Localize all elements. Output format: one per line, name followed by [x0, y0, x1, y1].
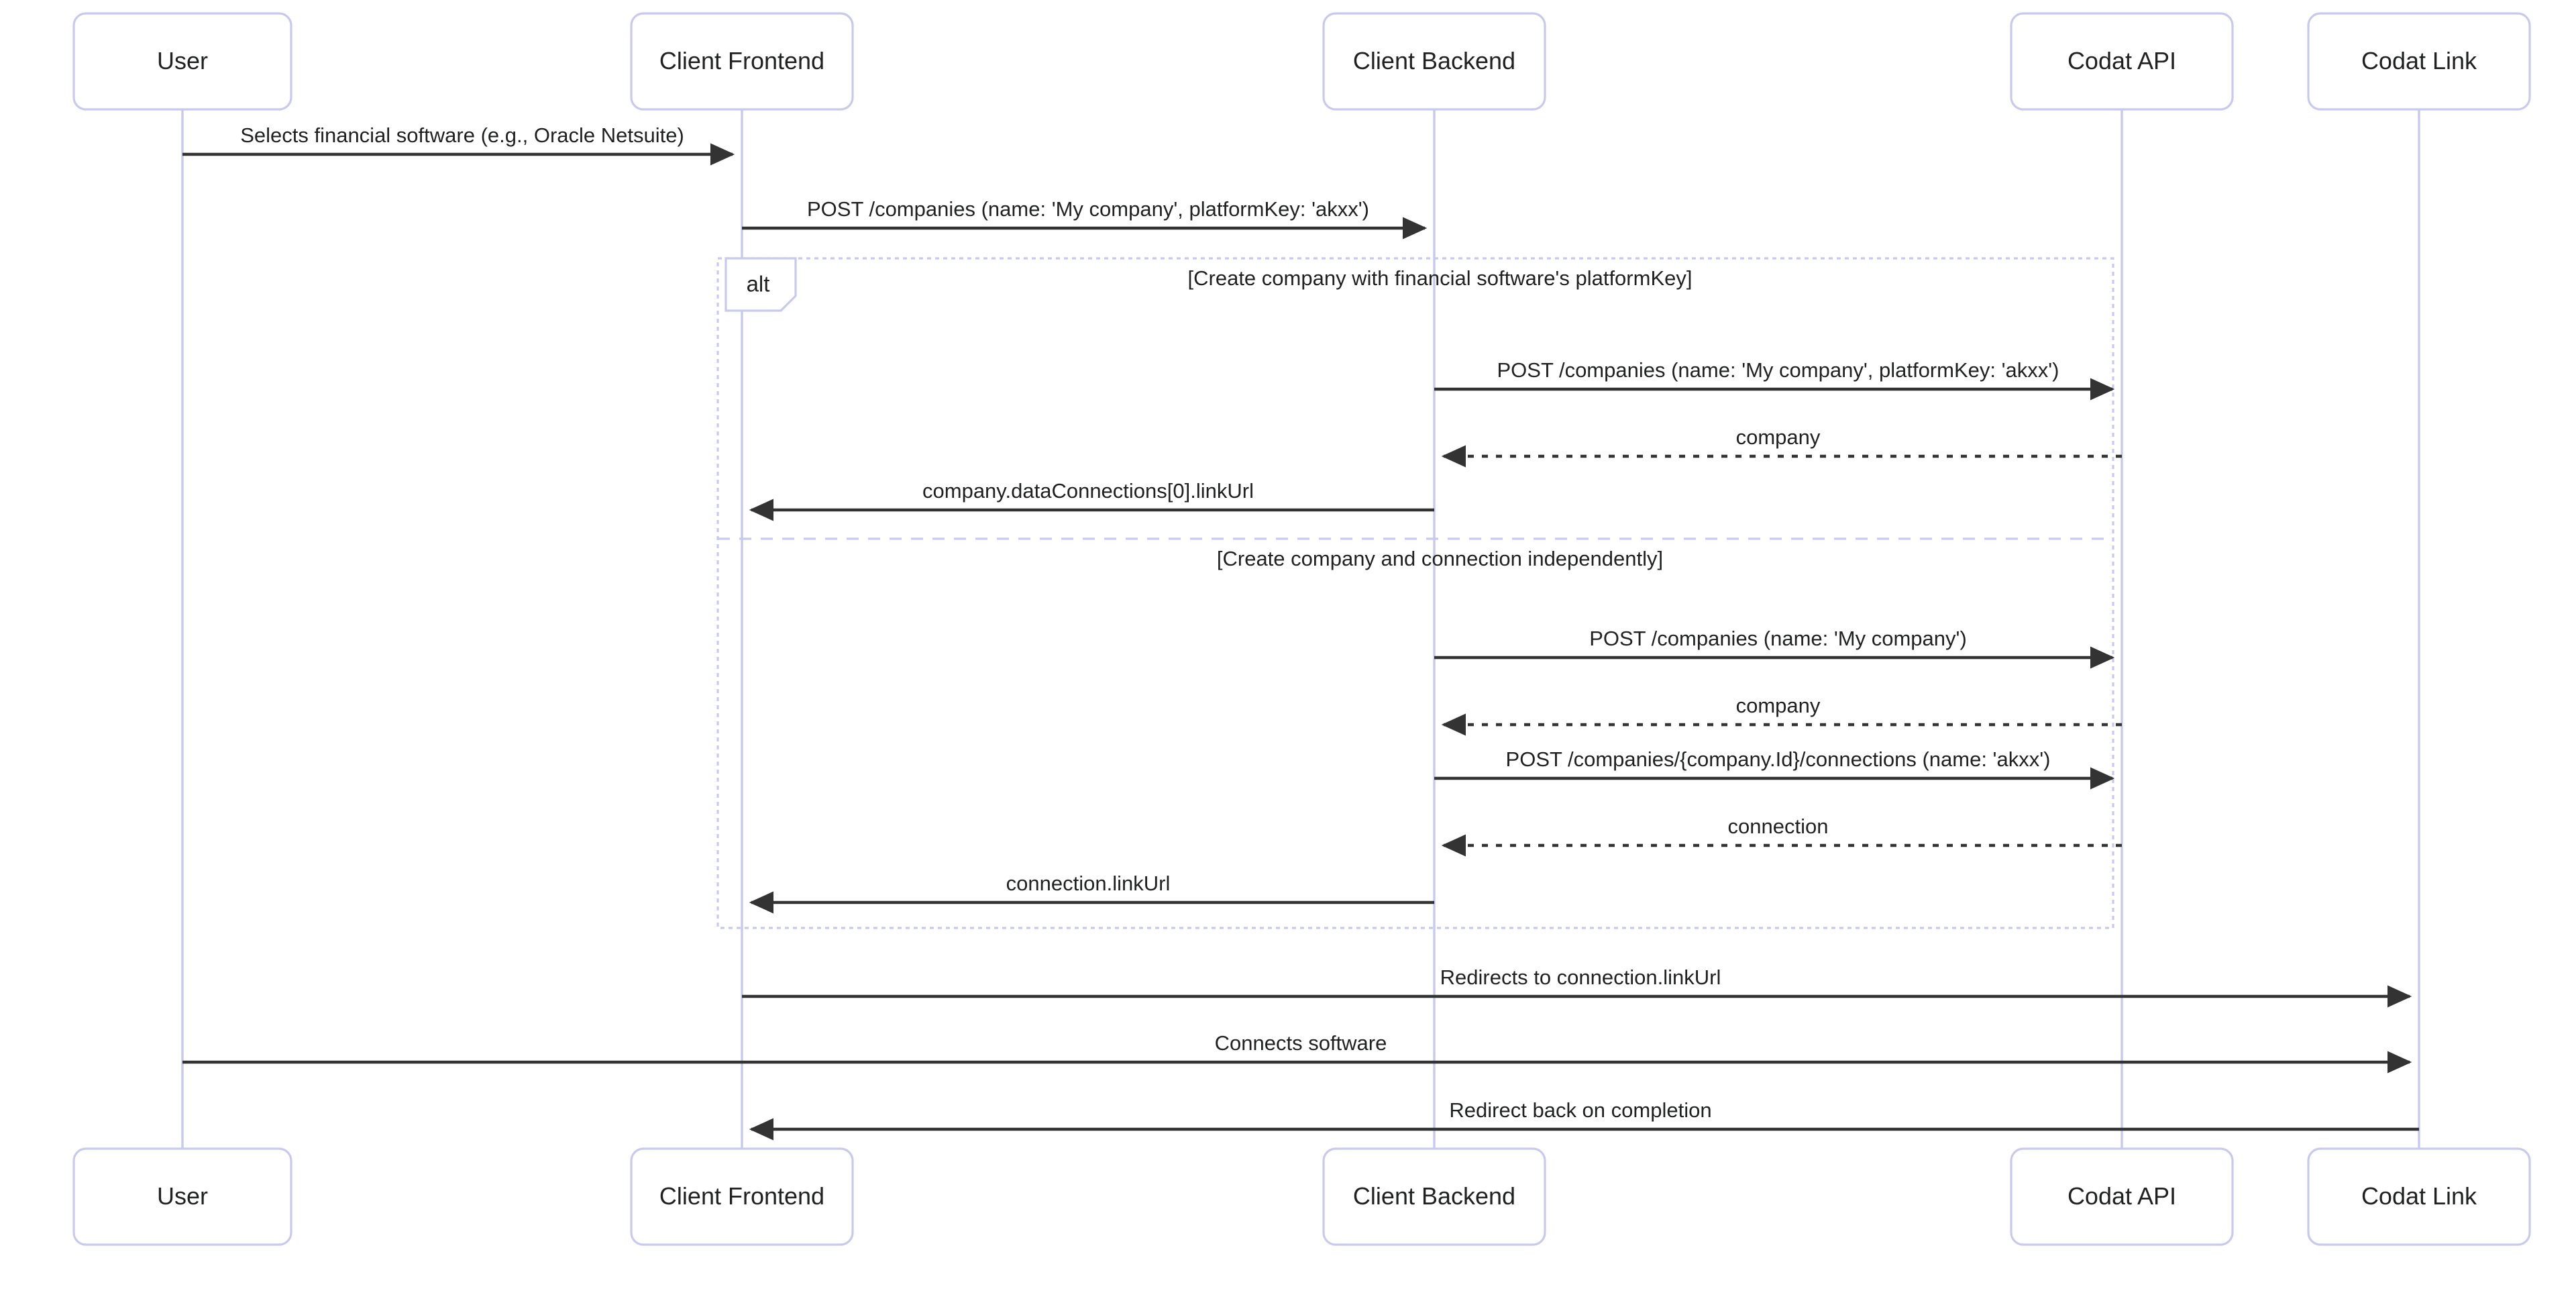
message-label-10: Redirects to connection.linkUrl: [1440, 966, 1721, 989]
message-label-8: connection: [1728, 815, 1829, 838]
participant-label-backend-bottom: Client Backend: [1353, 1182, 1515, 1210]
message-label-7: POST /companies/{company.Id}/connections…: [1506, 747, 2051, 771]
participant-box-codat_link-top[interactable]: [2307, 12, 2531, 111]
message-label-11: Connects software: [1215, 1031, 1387, 1055]
participant-box-codat_api-bottom[interactable]: [2010, 1147, 2234, 1246]
lifelines-group: [181, 109, 2420, 1149]
participant-box-codat_api-top[interactable]: [2010, 12, 2234, 111]
participant-label-codat_link-bottom: Codat Link: [2361, 1182, 2477, 1210]
participants-bottom-group: User Client Frontend Client Backend Codat A…: [72, 1147, 2531, 1246]
participant-label-user-top: User: [157, 47, 208, 74]
message-9: connection.linkUrl: [749, 872, 1434, 914]
messages-group: Selects financial software (e.g., Oracle…: [182, 123, 2419, 1141]
participant-box-backend-top[interactable]: [1322, 12, 1546, 111]
participant-label-frontend-top: Client Frontend: [659, 47, 824, 74]
message-label-4: company.dataConnections[0].linkUrl: [922, 479, 1254, 503]
message-1: POST /companies (name: 'My company', pla…: [742, 197, 1428, 240]
alt-fragment-frame: [716, 257, 2114, 929]
participant-label-codat_api-top: Codat API: [2068, 47, 2176, 74]
participant-box-user-top[interactable]: [72, 12, 292, 111]
message-label-6: company: [1736, 694, 1821, 717]
message-10: Redirects to connection.linkUrl: [742, 966, 2412, 1008]
alt-fragment-tab-label: alt: [747, 272, 770, 297]
message-0: Selects financial software (e.g., Oracle…: [182, 123, 735, 166]
participant-label-codat_link-top: Codat Link: [2361, 47, 2477, 74]
participants-top-group: User Client Frontend Client Backend Codat A…: [72, 12, 2531, 111]
participant-box-frontend-top[interactable]: [630, 12, 854, 111]
message-11: Connects software: [182, 1031, 2412, 1074]
alt-fragment-tab: [724, 257, 797, 312]
message-8: connection: [1441, 815, 2122, 857]
alt-branch-condition-1: [Create company and connection independe…: [1217, 547, 1663, 570]
message-label-5: POST /companies (name: 'My company'): [1589, 627, 1967, 650]
message-5: POST /companies (name: 'My company'): [1434, 627, 2115, 669]
message-12: Redirect back on completion: [749, 1098, 2419, 1141]
message-label-12: Redirect back on completion: [1449, 1098, 1711, 1122]
participant-label-user-bottom: User: [157, 1182, 208, 1210]
message-3: company: [1441, 425, 2122, 468]
participant-box-frontend-bottom[interactable]: [630, 1147, 854, 1246]
message-2: POST /companies (name: 'My company', pla…: [1434, 358, 2115, 401]
participant-label-codat_api-bottom: Codat API: [2068, 1182, 2176, 1210]
message-7: POST /companies/{company.Id}/connections…: [1434, 747, 2115, 790]
alt-fragment: alt [Create company with financial softwa…: [716, 257, 2114, 929]
participant-box-codat_link-bottom[interactable]: [2307, 1147, 2531, 1246]
message-4: company.dataConnections[0].linkUrl: [749, 479, 1434, 521]
participant-label-backend-top: Client Backend: [1353, 47, 1515, 74]
message-label-2: POST /companies (name: 'My company', pla…: [1497, 358, 2059, 382]
participant-box-backend-bottom[interactable]: [1322, 1147, 1546, 1246]
message-label-9: connection.linkUrl: [1006, 872, 1171, 895]
alt-branch-condition-0: [Create company with financial software'…: [1188, 266, 1693, 290]
participant-box-user-bottom[interactable]: [72, 1147, 292, 1246]
message-6: company: [1441, 694, 2122, 736]
message-label-1: POST /companies (name: 'My company', pla…: [807, 197, 1369, 221]
participant-label-frontend-bottom: Client Frontend: [659, 1182, 824, 1210]
message-label-0: Selects financial software (e.g., Oracle…: [240, 123, 684, 147]
message-label-3: company: [1736, 425, 1821, 449]
